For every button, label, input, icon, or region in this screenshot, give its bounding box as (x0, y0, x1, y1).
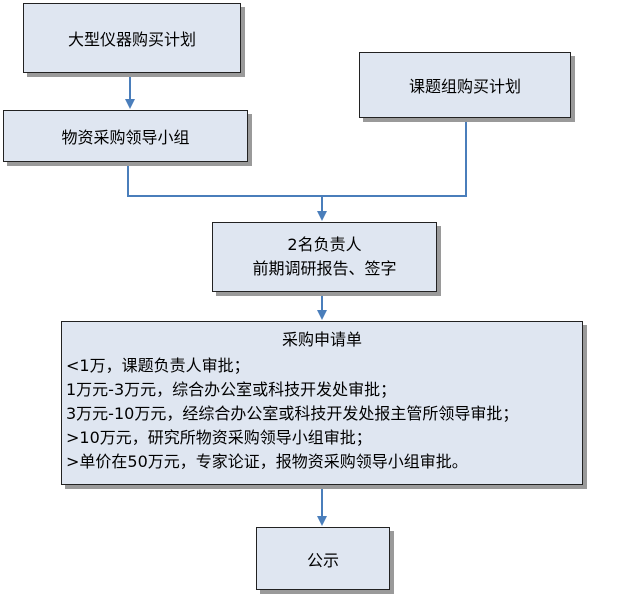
node-label-line1: 2名负责人 (287, 235, 362, 254)
application-rule: <1万，课题负责人审批； (66, 356, 250, 375)
node-label-line2: 前期调研报告、签字 (252, 259, 397, 278)
node-label: 物资采购领导小组 (61, 128, 190, 147)
node-announcement: 公示 (256, 527, 390, 590)
application-rule: 3万元-10万元，经综合办公室或科技开发处报主管所领导审批； (66, 404, 519, 423)
application-rule: 1万元-3万元，综合办公室或科技开发处审批； (66, 380, 397, 399)
node-team-purchase-plan: 课题组购买计划 (359, 52, 571, 118)
node-label: 公示 (306, 550, 339, 570)
application-title: 采购申请单 (281, 330, 362, 349)
line-team-to-junction (322, 118, 467, 197)
application-rule: >单价在50万元，专家论证，报物资采购领导小组审批。 (66, 452, 468, 471)
node-label: 大型仪器购买计划 (67, 30, 196, 49)
node-procurement-group: 物资采购领导小组 (3, 110, 248, 162)
node-purchase-application: 采购申请单 <1万，课题负责人审批； 1万元-3万元，综合办公室或科技开发处审批… (61, 321, 583, 485)
node-responsible-persons: 2名负责人 前期调研报告、签字 (212, 222, 437, 292)
arrow-group-to-responsible (127, 162, 327, 221)
node-instrument-purchase-plan: 大型仪器购买计划 (23, 3, 241, 73)
node-label: 课题组购买计划 (408, 77, 521, 96)
application-rule: >10万元，研究所物资采购领导小组审批； (66, 428, 372, 447)
